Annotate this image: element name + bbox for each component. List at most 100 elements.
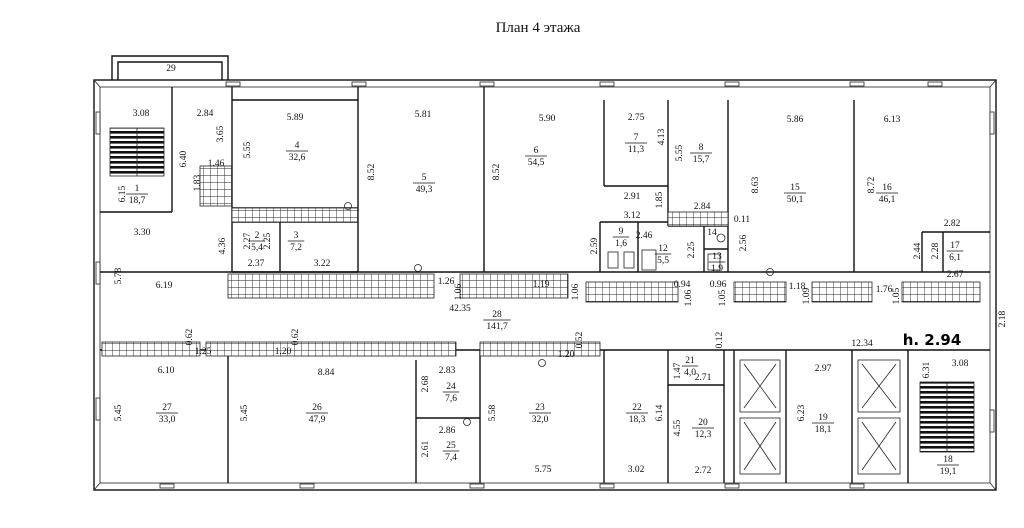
room-number: 20 (698, 418, 708, 428)
room-area: 4,0 (684, 368, 696, 378)
dimension-label: 2.84 (694, 202, 711, 212)
room-label-19: 19 18,1 (812, 413, 834, 435)
dimension-label: 2.18 (998, 310, 1008, 327)
room-area: 54,5 (528, 158, 545, 168)
room-area: 7,4 (445, 453, 457, 463)
dimension-label: 1.18 (789, 282, 806, 292)
dimension-label: 0.62 (291, 328, 301, 345)
dimension-label: 2.68 (421, 375, 431, 392)
dimension-label: 2.46 (636, 231, 653, 241)
room-number: 19 (818, 413, 828, 423)
room-label-17: 176,1 (946, 241, 964, 263)
dimension-label: 6.15 (118, 185, 128, 202)
room-label-3: 37,2 (287, 231, 305, 253)
room-area: 33,0 (159, 415, 176, 425)
dimension-label: 2.27 (243, 232, 253, 249)
room-label-8: 815,7 (690, 143, 712, 165)
tiled-strips (101, 165, 981, 357)
room-area: 5,4 (251, 243, 263, 253)
room-number: 1 (135, 184, 140, 194)
dimension-label: 1.85 (655, 191, 665, 208)
room-number: 17 (950, 241, 960, 251)
dimension-label: 6.10 (158, 366, 175, 376)
room-area: 19,1 (940, 467, 957, 477)
dimension-label: 1.09 (802, 287, 812, 304)
dimension-label: 3.22 (314, 259, 331, 269)
room-area: 11,3 (628, 145, 645, 155)
dimension-label: 29 (166, 64, 176, 74)
room-number: 25 (446, 441, 456, 451)
room-area: 32,6 (289, 153, 306, 163)
room-number: 3 (294, 231, 299, 241)
dimension-label: 8.52 (367, 163, 377, 180)
room-area: 18,3 (629, 415, 646, 425)
room-label-14: 14 (707, 228, 717, 238)
dimension-label: 2.71 (695, 373, 712, 383)
room-number: 14 (707, 228, 717, 238)
dimension-label: 12.34 (851, 339, 873, 349)
sanitary-fixtures (607, 233, 726, 271)
room-number: 4 (295, 141, 300, 151)
dimension-label: 3.08 (952, 359, 969, 369)
dimension-label: 1.20 (558, 350, 575, 360)
room-area: 47,9 (309, 415, 326, 425)
room-label-1: 118,7 (126, 184, 148, 206)
room-area: 12,3 (695, 430, 712, 440)
ceiling-height-note: h. 2.94 (903, 331, 962, 349)
room-number: 12 (658, 244, 668, 254)
dimension-label: 8.63 (751, 176, 761, 193)
dimension-label: 1.83 (193, 174, 203, 191)
window-marks (95, 81, 995, 489)
room-area: 1,9 (711, 264, 723, 274)
room-area: 49,3 (416, 185, 433, 195)
room-label-9: 91,6 (612, 227, 630, 249)
dimension-label: 5.55 (675, 144, 685, 161)
outer-walls (93, 55, 997, 491)
dimension-label: 1.47 (673, 362, 683, 379)
plan-title: План 4 этажа (496, 20, 581, 36)
dimension-label: 1.05 (718, 289, 728, 306)
dimension-label: 3.02 (628, 465, 645, 475)
dimension-label: 1.25 (195, 347, 212, 357)
room-label-4: 432,6 (286, 141, 308, 163)
elevator-shafts (739, 359, 901, 475)
room-number: 13 (712, 252, 722, 262)
room-area: 18,1 (815, 425, 832, 435)
room-number: 21 (685, 356, 695, 366)
dimension-label: 1.05 (892, 287, 902, 304)
room-label-24: 247,6 (442, 382, 460, 404)
dimension-label: 6.31 (922, 361, 932, 378)
room-label-20: 20 12,3 (692, 418, 714, 440)
dimension-label: 1.76 (876, 285, 893, 295)
room-label-6: 654,5 (525, 146, 547, 168)
dimension-label: 1.06 (454, 283, 464, 300)
dimension-label: 5.45 (114, 404, 124, 421)
room-label-25: 257,4 (442, 441, 460, 463)
room-number: 8 (699, 143, 704, 153)
dimension-label: 5.55 (243, 141, 253, 158)
dimension-label: 2.83 (439, 366, 456, 376)
room-number: 2 (255, 231, 260, 241)
dimension-label: 6.14 (655, 404, 665, 421)
room-number: 22 (632, 403, 642, 413)
dimension-label: 2.44 (913, 242, 923, 259)
dimension-label: 3.65 (216, 125, 226, 142)
room-area: 141,7 (486, 322, 508, 332)
dimension-label: 5.75 (535, 465, 552, 475)
room-number: 23 (535, 403, 545, 413)
dimension-label: 5.78 (114, 267, 124, 284)
dimension-label: 2.37 (248, 259, 265, 269)
room-number: 15 (790, 183, 800, 193)
dimension-label: 0.94 (674, 280, 691, 290)
dimension-label: 5.90 (539, 114, 556, 124)
room-number: 18 (943, 455, 953, 465)
room-number: 5 (422, 173, 427, 183)
room-label-18: 18 19,1 (937, 455, 959, 477)
dimension-label: 5.89 (287, 113, 304, 123)
